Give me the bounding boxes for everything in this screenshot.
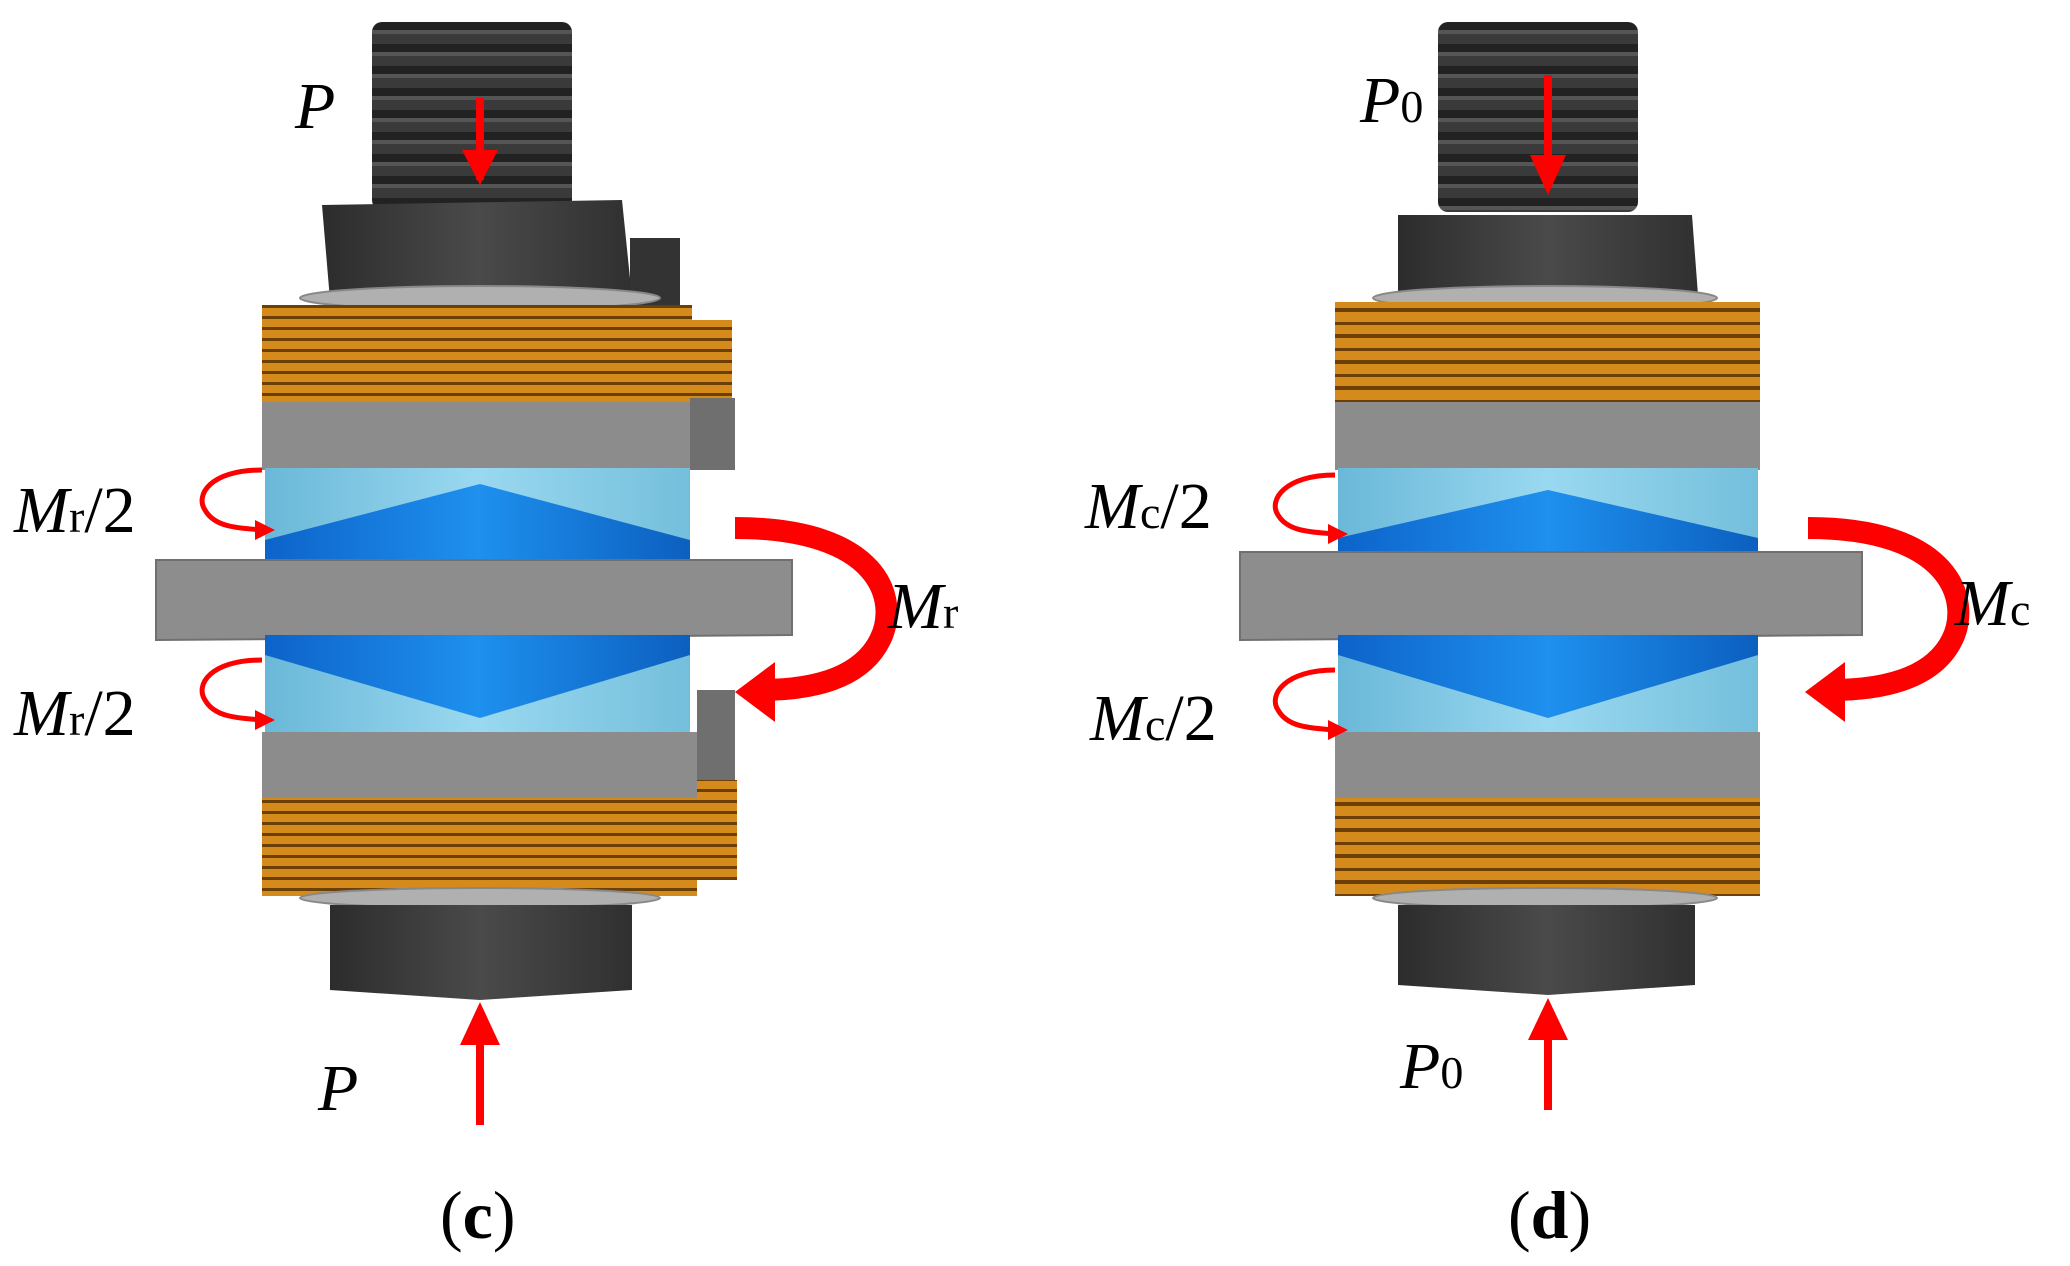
moment-arrow-upper xyxy=(1272,472,1336,537)
hex-nut-bottom xyxy=(1398,905,1695,995)
moment-arrowhead-lower xyxy=(1328,720,1348,740)
moment-arrowhead-side xyxy=(1805,662,1845,722)
gray-ring-top-side xyxy=(690,398,735,470)
panel-c: P P Mr/2 Mr/2 Mr (c) xyxy=(13,22,958,1253)
middle-plate xyxy=(1239,551,1863,642)
middle-plate xyxy=(155,559,793,642)
disc-stack-bottom-side xyxy=(697,780,737,880)
upper-moment-label: Mr/2 xyxy=(13,474,136,547)
bolt-thread-top xyxy=(1438,22,1638,212)
moment-arrow-lower xyxy=(1272,667,1336,733)
gray-ring-bottom xyxy=(1335,732,1760,800)
top-force-label: P0 xyxy=(1359,64,1423,137)
moment-arrow-upper xyxy=(199,467,263,533)
panel-d: P0 P0 Mc/2 Mc/2 Mc (d) xyxy=(1084,22,2030,1253)
disc-stack-bottom xyxy=(262,798,697,896)
gray-ring-top xyxy=(1335,402,1760,470)
caption-d: (d) xyxy=(1508,1177,1591,1253)
disc-stack-top xyxy=(1335,302,1760,402)
lower-moment-label: Mr/2 xyxy=(13,677,136,750)
side-moment-label: Mr xyxy=(887,570,958,643)
disc-stack-top-side xyxy=(692,320,732,400)
force-arrowhead-bottom xyxy=(460,1002,500,1045)
spring-upper-blue xyxy=(265,484,690,560)
upper-moment-label: Mc/2 xyxy=(1084,470,1212,543)
moment-arrowhead-upper xyxy=(255,520,275,540)
gray-ring-top xyxy=(262,402,692,470)
disc-stack-bottom xyxy=(1335,798,1760,896)
bottom-force-label: P xyxy=(317,1052,358,1125)
hex-nut-top xyxy=(322,200,632,300)
lower-moment-label: Mc/2 xyxy=(1089,682,1217,755)
force-arrowhead-top xyxy=(462,150,498,185)
moment-arrowhead-upper xyxy=(1328,524,1348,544)
gray-ring-bottom xyxy=(262,732,697,800)
gray-ring-bottom-side xyxy=(697,690,735,800)
moment-arrow-lower xyxy=(199,657,263,723)
bolt-thread-top xyxy=(372,22,572,210)
force-arrowhead-bottom xyxy=(1528,998,1568,1040)
moment-arrowhead-side xyxy=(735,662,775,722)
bottom-force-label: P0 xyxy=(1399,1030,1463,1103)
top-force-label: P xyxy=(294,70,335,143)
force-arrowhead-top xyxy=(1530,155,1566,195)
spring-lower-light xyxy=(1338,655,1758,735)
side-moment-label: Mc xyxy=(1954,567,2030,640)
spring-lower-light xyxy=(265,655,690,735)
moment-arrow-side xyxy=(1807,517,1970,701)
spring-upper-blue xyxy=(1338,490,1758,562)
moment-arrow-side xyxy=(734,517,898,701)
hex-nut-top xyxy=(1398,215,1698,298)
moment-arrowhead-lower xyxy=(255,710,275,730)
disc-stack-top xyxy=(262,305,692,405)
hex-nut-bottom xyxy=(330,905,632,1000)
caption-c: (c) xyxy=(440,1177,516,1253)
